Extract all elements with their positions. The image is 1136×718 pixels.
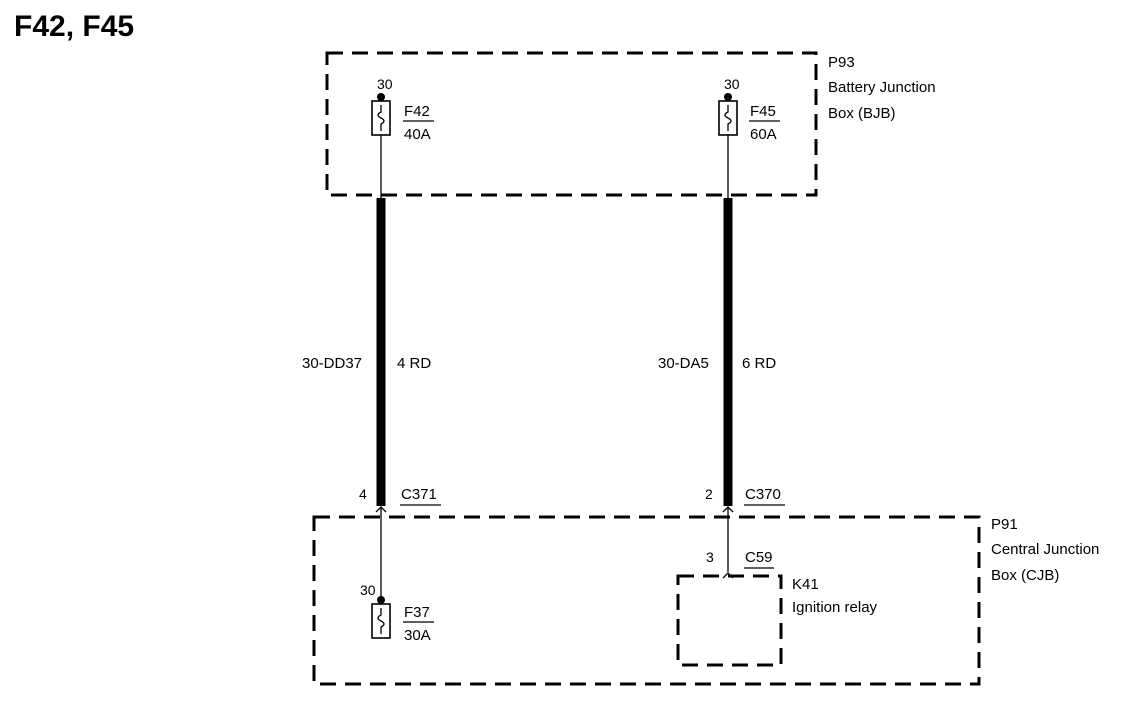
diagram-title: F42, F45 — [14, 10, 134, 43]
bjb-id: P93 — [828, 54, 855, 71]
central-junction-box-outline — [312, 515, 981, 686]
fuse-element-icon — [377, 105, 385, 131]
f45-fuse-rating: 60A — [750, 126, 777, 143]
wire-left-gauge-color-label: 4 RD — [397, 355, 431, 372]
f37-terminal-label: 30 — [360, 582, 376, 598]
f37-fuse-rating: 30A — [404, 627, 431, 644]
fuse-element-icon — [724, 105, 732, 131]
f42-fuse-rating: 40A — [404, 126, 431, 143]
c59-connector-icon — [722, 572, 734, 579]
bjb-name-line1: Battery Junction — [828, 79, 936, 96]
c371-connector-name: C371 — [401, 486, 437, 503]
wire-right-circuit-label: 30-DA5 — [658, 355, 709, 372]
relay-name: Ignition relay — [792, 599, 878, 616]
c59-connector-name: C59 — [745, 549, 773, 566]
f42-fuse-name: F42 — [404, 103, 430, 120]
c370-pin-number: 2 — [705, 486, 713, 502]
wire-right-gauge-color-label: 6 RD — [742, 355, 776, 372]
wire-left-circuit-label: 30-DD37 — [302, 355, 362, 372]
cjb-id: P91 — [991, 516, 1018, 533]
cjb-name-line2: Box (CJB) — [991, 567, 1059, 584]
battery-junction-box-outline — [325, 51, 818, 197]
f45-fuse-name: F45 — [750, 103, 776, 120]
relay-id: K41 — [792, 576, 819, 593]
cjb-name-line1: Central Junction — [991, 541, 1099, 558]
f42-terminal-label: 30 — [377, 76, 393, 92]
c371-pin-number: 4 — [359, 486, 367, 502]
f37-terminal-dot — [377, 596, 385, 604]
c370-connector-name: C370 — [745, 486, 781, 503]
ignition-relay-outline — [676, 574, 783, 667]
c59-pin-number: 3 — [706, 549, 714, 565]
fuse-element-icon — [377, 608, 385, 634]
f37-fuse-name: F37 — [404, 604, 430, 621]
f45-terminal-label: 30 — [724, 76, 740, 92]
bjb-name-line2: Box (BJB) — [828, 105, 896, 122]
